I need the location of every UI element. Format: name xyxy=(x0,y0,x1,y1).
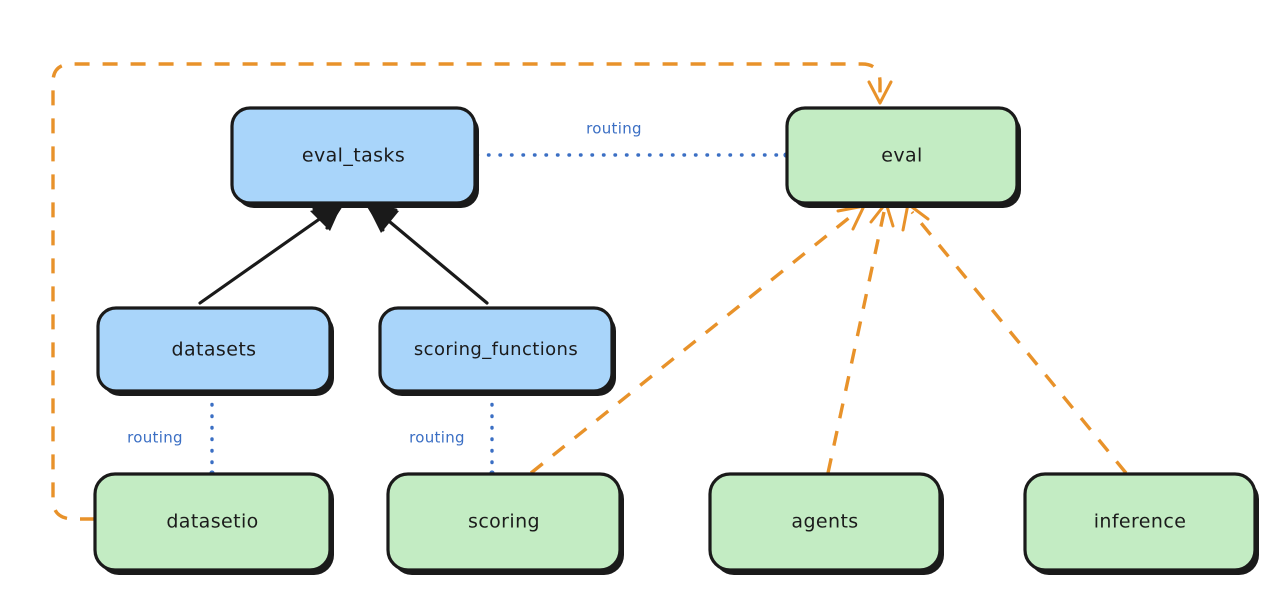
node-agents[interactable]: agents xyxy=(708,472,944,575)
edge-label-routing-scoring-functions: routing xyxy=(409,429,465,447)
node-label-eval: eval xyxy=(881,145,922,167)
edge-datasets-datasetio xyxy=(209,391,215,476)
node-label-inference: inference xyxy=(1094,511,1187,533)
node-label-scoring: scoring xyxy=(468,511,540,533)
node-label-agents: agents xyxy=(791,511,858,533)
node-label-scoring-functions: scoring_functions xyxy=(414,339,578,360)
node-eval[interactable]: eval xyxy=(785,106,1021,208)
node-scoring-functions[interactable]: scoring_functions xyxy=(378,306,616,396)
node-label-eval-tasks: eval_tasks xyxy=(302,145,405,167)
edge-label-routing-datasets: routing xyxy=(127,429,183,447)
edge-scoring-functions-eval-tasks xyxy=(365,202,489,305)
edge-scoring-functions-scoring xyxy=(489,391,495,476)
node-eval-tasks[interactable]: eval_tasks xyxy=(230,106,479,208)
node-scoring[interactable]: scoring xyxy=(386,472,624,575)
edge-datasetio-eval xyxy=(51,62,893,521)
node-datasets[interactable]: datasets xyxy=(96,306,334,396)
node-label-datasets: datasets xyxy=(172,339,257,361)
edge-eval-tasks-eval xyxy=(475,152,789,158)
edge-inference-eval xyxy=(901,202,1128,475)
edge-agents-eval xyxy=(826,201,895,474)
edge-label-routing-top: routing xyxy=(586,120,642,138)
node-datasetio[interactable]: datasetio xyxy=(93,472,334,575)
node-label-datasetio: datasetio xyxy=(166,511,258,533)
edge-datasets-eval-tasks xyxy=(198,201,345,305)
node-inference[interactable]: inference xyxy=(1023,472,1259,575)
